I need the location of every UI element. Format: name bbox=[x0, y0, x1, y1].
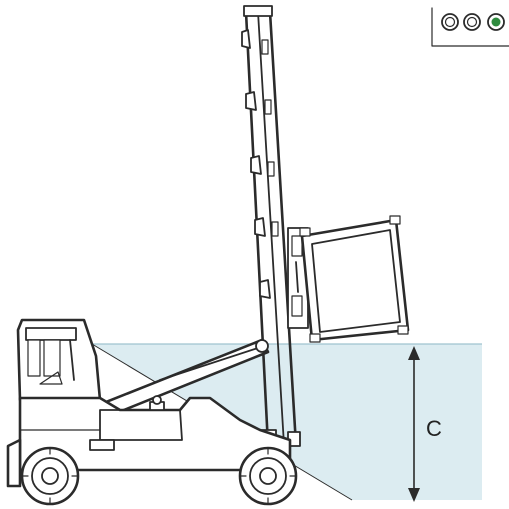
front-wheel bbox=[238, 446, 298, 506]
container-icon bbox=[299, 215, 410, 343]
indicator-lights-icon bbox=[431, 7, 509, 47]
rear-wheel bbox=[20, 446, 80, 506]
dimension-c-arrow: C bbox=[408, 346, 442, 502]
dimension-c-label: C bbox=[426, 416, 442, 441]
forklift-icon bbox=[6, 318, 298, 506]
